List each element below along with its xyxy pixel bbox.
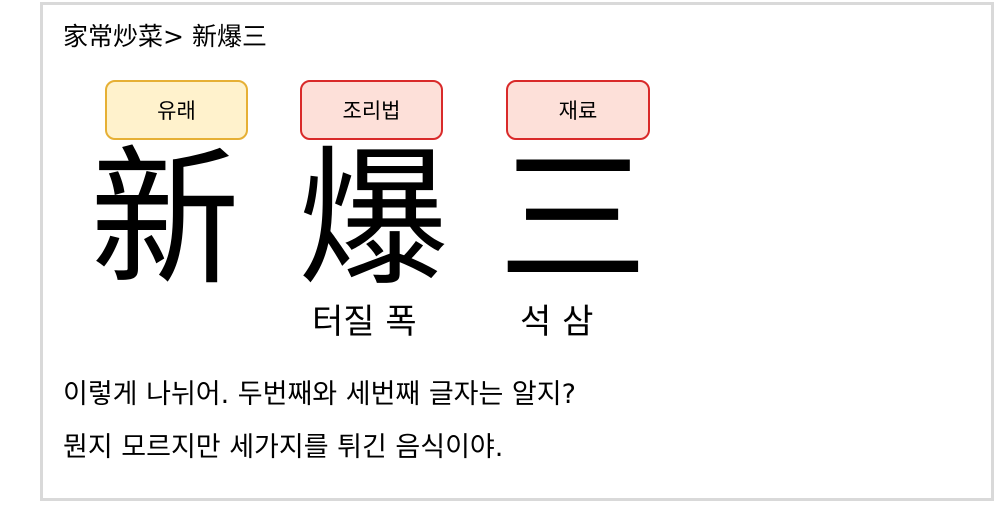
ingredients-button[interactable]: 재료 (506, 80, 650, 140)
breadcrumb-separator: > (163, 22, 184, 51)
description-line-2: 뭔지 모르지만 세가지를 튀긴 음식이야. (63, 432, 504, 463)
recipe-button-label: 조리법 (342, 99, 401, 123)
origin-button[interactable]: 유래 (105, 80, 248, 140)
breadcrumb-category[interactable]: 家常炒菜 (63, 22, 164, 51)
origin-button-label: 유래 (157, 99, 196, 123)
hanja-character-2: 爆 (297, 133, 448, 307)
ingredients-button-label: 재료 (558, 99, 598, 123)
hanja-character-3: 三 (497, 133, 648, 307)
breadcrumb: 家常炒菜>新爆三 (63, 20, 267, 54)
recipe-button[interactable]: 조리법 (300, 80, 443, 140)
hanja-meaning-3: 석 삼 (520, 302, 594, 342)
description-line-1: 이렇게 나뉘어. 두번째와 세번째 글자는 알지? (63, 379, 576, 410)
breadcrumb-current: 新爆三 (191, 22, 267, 51)
hanja-character-1: 新 (89, 133, 240, 307)
hanja-meaning-2: 터질 폭 (312, 302, 417, 342)
